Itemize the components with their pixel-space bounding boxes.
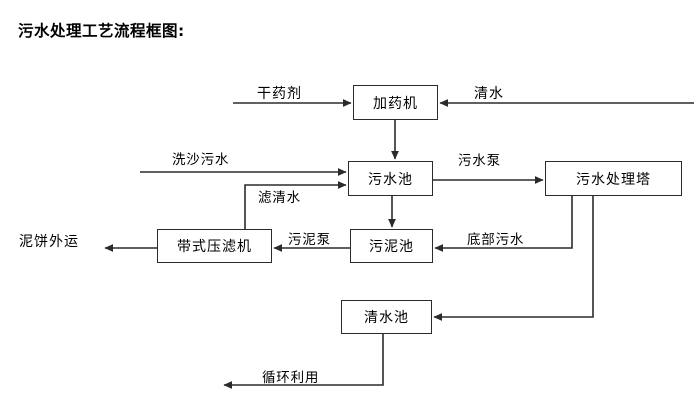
node-sludge-pool-label: 污泥池 xyxy=(369,239,414,255)
node-sewage-treatment-tower-label: 污水处理塔 xyxy=(576,171,651,188)
edge-label-sewage-pump: 污水泵 xyxy=(458,153,501,169)
edge-label-bottom-sewage: 底部污水 xyxy=(467,232,525,248)
terminal-mud-cake-export: 泥饼外运 xyxy=(19,234,79,250)
edge-label-filtrate: 滤清水 xyxy=(258,190,301,206)
node-clear-water-pool-label: 清水池 xyxy=(364,310,409,326)
node-sludge-pool[interactable]: 污泥池 xyxy=(350,229,433,263)
edge-label-recycle-use: 循环利用 xyxy=(262,370,320,386)
terminal-dry-agent: 干药剂 xyxy=(257,86,302,102)
node-sewage-pool-label: 污水池 xyxy=(368,171,413,188)
node-dosing-machine-label: 加药机 xyxy=(373,95,418,112)
node-clear-water-pool[interactable]: 清水池 xyxy=(341,300,432,334)
node-dosing-machine[interactable]: 加药机 xyxy=(353,85,438,120)
terminal-clean-water: 清水 xyxy=(474,86,504,102)
node-sewage-treatment-tower[interactable]: 污水处理塔 xyxy=(545,161,682,196)
edge-label-sludge-pump: 污泥泵 xyxy=(288,232,331,248)
node-belt-filter-press[interactable]: 带式压滤机 xyxy=(157,229,272,263)
edge-label-wash-sand-sewage: 洗沙污水 xyxy=(172,152,230,168)
node-belt-filter-press-label: 带式压滤机 xyxy=(177,239,252,255)
node-sewage-pool[interactable]: 污水池 xyxy=(348,161,433,196)
page-title: 污水处理工艺流程框图: xyxy=(18,22,185,40)
